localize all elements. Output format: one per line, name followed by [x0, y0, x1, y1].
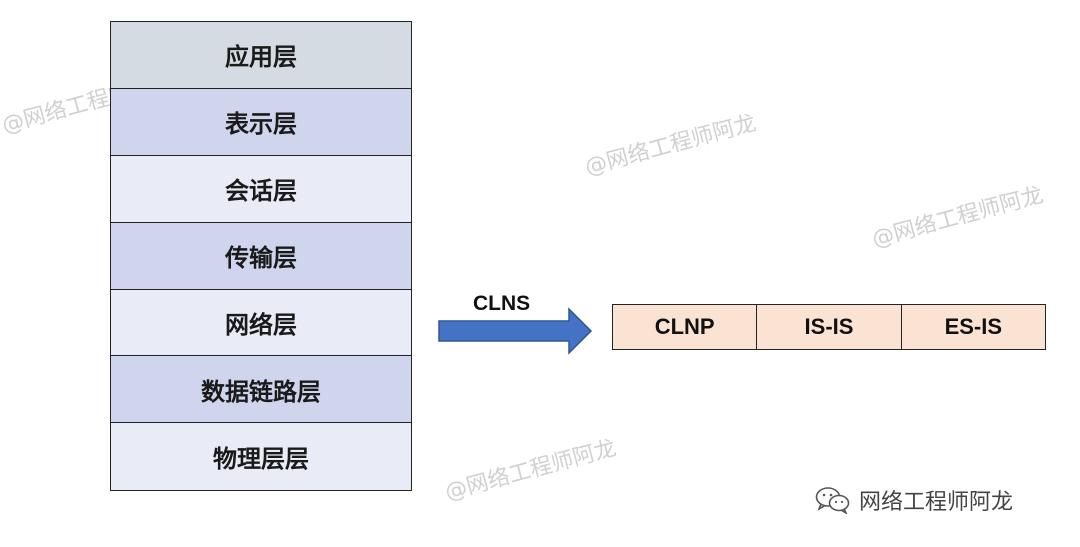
protocol-clnp: CLNP [613, 305, 758, 349]
arrow-label: CLNS [473, 292, 531, 315]
watermark: @网络工程师阿龙 [582, 110, 759, 181]
protocol-row: CLNP IS-IS ES-IS [612, 304, 1046, 350]
layer-physical: 物理层层 [111, 423, 411, 491]
protocol-is-is: IS-IS [757, 305, 902, 349]
protocol-es-is: ES-IS [944, 314, 1003, 339]
layer-data-link: 数据链路层 [111, 356, 411, 424]
brand-signature: 网络工程师阿龙 [815, 484, 1013, 516]
osi-layer-stack: 应用层 表示层 会话层 传输层 网络层 数据链路层 物理层层 [110, 21, 412, 492]
watermark: @网络工程师阿龙 [442, 435, 619, 506]
wechat-icon [815, 487, 850, 514]
layer-network: 网络层 [111, 289, 411, 357]
layer-application: 应用层 [111, 22, 411, 89]
layer-session: 会话层 [111, 155, 411, 223]
right-arrow-icon [438, 307, 593, 355]
layer-transport: 传输层 [111, 222, 411, 290]
layer-presentation: 表示层 [111, 88, 411, 156]
watermark: @网络工程师阿龙 [869, 182, 1046, 253]
brand-name: 网络工程师阿龙 [859, 490, 1014, 515]
